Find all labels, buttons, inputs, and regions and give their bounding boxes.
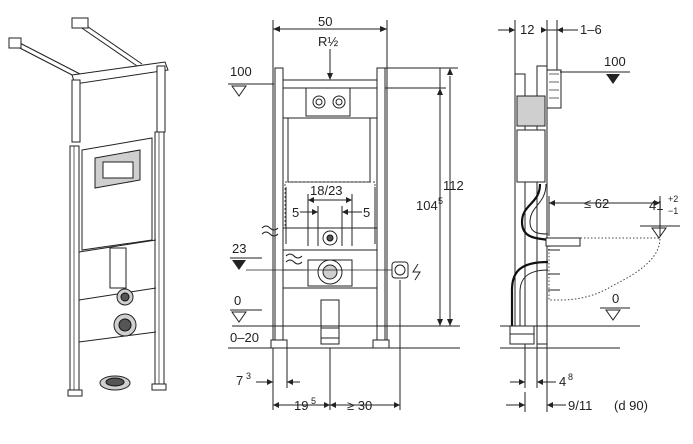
dim-spacing-label: 18/23 bbox=[310, 183, 343, 198]
dim-depth-top-label: 12 bbox=[520, 22, 534, 37]
dim-side-top-ref-label: 100 bbox=[604, 54, 626, 69]
dim-foot-sup: 8 bbox=[568, 372, 573, 382]
front-view: 50 R½ bbox=[228, 14, 464, 413]
dim-side-floor-level-label: 0 bbox=[612, 291, 619, 306]
dim-projection-label: ≤ 62 bbox=[584, 196, 609, 211]
dim-bottom-left-sup: 3 bbox=[246, 371, 251, 381]
dim-mount-height-label: 104 bbox=[416, 198, 438, 213]
dim-bottom-left-label: 7 bbox=[236, 373, 243, 388]
isometric-frame-view bbox=[8, 17, 169, 397]
dim-total-height-label: 112 bbox=[443, 178, 464, 193]
dim-foot-label: 4 bbox=[559, 374, 566, 389]
dim-bowl-tol-minus: −1 bbox=[668, 206, 678, 216]
side-view: 12 1–6 100 ≤ 62 bbox=[498, 20, 680, 413]
dim-offset-right-label: 5 bbox=[363, 205, 370, 220]
dim-bowl-height-label: 41 bbox=[649, 198, 663, 213]
dim-floor-level-label: 0 bbox=[234, 293, 241, 308]
dim-width-label: 50 bbox=[318, 14, 332, 29]
dim-bottom-mid-sup: 5 bbox=[311, 396, 316, 406]
dim-bowl-tol-plus: +2 bbox=[668, 194, 678, 204]
dim-offset-left-label: 5 bbox=[292, 205, 299, 220]
dim-top-ref-label: 100 bbox=[230, 64, 252, 79]
dim-mount-height-sup: 5 bbox=[438, 196, 443, 206]
dim-bottom-mid-label: 19 bbox=[294, 398, 308, 413]
dim-drain-level-label: 23 bbox=[232, 241, 246, 256]
dim-depth-range-label: 1–6 bbox=[580, 22, 602, 37]
dim-thread-label: R½ bbox=[318, 34, 338, 49]
dim-pipe-label: 9/11 bbox=[568, 398, 592, 413]
dim-floor-range-label: 0–20 bbox=[230, 330, 259, 345]
dim-pipe-note-label: (d 90) bbox=[614, 398, 648, 413]
dim-bottom-right-label: ≥ 30 bbox=[347, 398, 372, 413]
